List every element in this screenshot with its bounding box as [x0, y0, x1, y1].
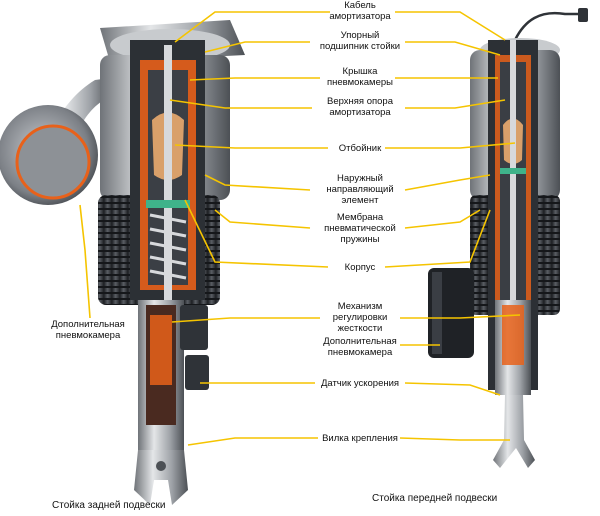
- caption-front-strut: Стойка передней подвески: [372, 493, 498, 504]
- label-cover: Крышка пневмокамеры: [326, 66, 393, 88]
- leader-lines: [79, 11, 521, 446]
- label-fork: Вилка крепления: [322, 433, 398, 444]
- label-bump-stop: Отбойник: [338, 143, 382, 154]
- label-extra-chamber-left: Дополнительная пневмокамера: [51, 319, 125, 341]
- label-extra-chamber-right: Дополнительная пневмокамера: [323, 336, 397, 358]
- label-membrane: Мембрана пневматической пружины: [324, 212, 396, 245]
- label-outer-guide: Наружный направляющий элемент: [326, 173, 394, 206]
- label-upper-mount: Верхняя опора амортизатора: [327, 96, 393, 118]
- label-body: Корпус: [344, 262, 376, 273]
- front-strut-illustration: [428, 8, 588, 468]
- label-accel-sensor: Датчик ускорения: [320, 378, 400, 389]
- label-cable: Кабель амортизатора: [329, 0, 391, 22]
- rear-strut-illustration: [0, 20, 245, 505]
- label-damping-mechanism: Механизм регулировки жесткости: [332, 301, 388, 334]
- label-bearing: Упорный подшипник стойки: [319, 30, 401, 52]
- caption-rear-strut: Стойка задней подвески: [52, 500, 166, 511]
